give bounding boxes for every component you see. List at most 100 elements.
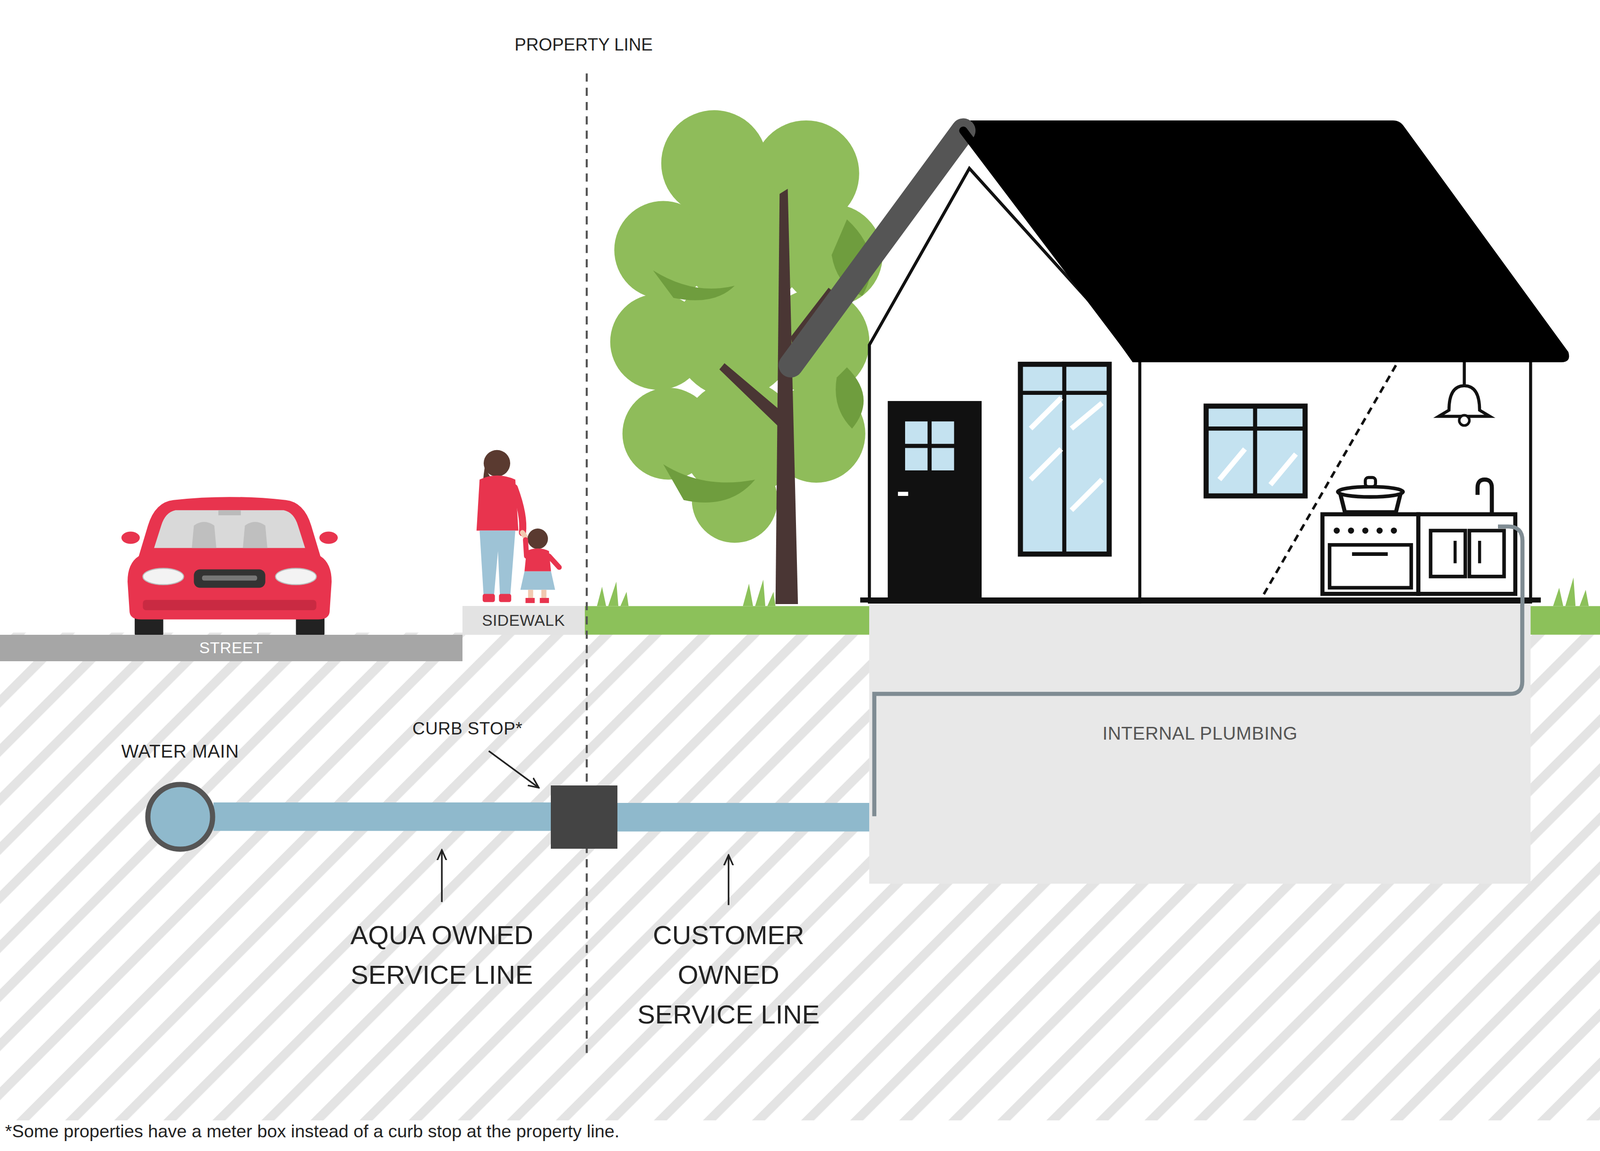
car bbox=[142, 599, 317, 611]
street-band: STREET bbox=[0, 634, 463, 662]
house bbox=[963, 130, 1135, 358]
house bbox=[1253, 406, 1258, 497]
house bbox=[790, 120, 1569, 603]
grass-tufts bbox=[1553, 577, 1590, 607]
car bbox=[275, 568, 317, 585]
car bbox=[218, 510, 241, 516]
house bbox=[1329, 545, 1412, 589]
curb-stop: CURB STOP* bbox=[550, 785, 617, 849]
house bbox=[1030, 398, 1103, 511]
house bbox=[1453, 540, 1457, 564]
pedestrians bbox=[483, 450, 511, 477]
pedestrians bbox=[520, 571, 556, 591]
plumbing-pipe bbox=[874, 604, 1523, 817]
pedestrians bbox=[479, 530, 516, 597]
house bbox=[1337, 487, 1404, 498]
pedestrians bbox=[525, 539, 527, 557]
house bbox=[1219, 449, 1296, 486]
plumbing-pipe bbox=[1497, 526, 1523, 605]
footnote: *Some properties have a meter box instea… bbox=[5, 1119, 620, 1145]
water-main: WATER MAIN bbox=[145, 781, 216, 853]
pedestrians bbox=[476, 450, 560, 604]
property-line-label: PROPERTY LINE bbox=[514, 32, 653, 58]
service-line-pipe bbox=[213, 802, 552, 831]
ownership-label: AQUA OWNED SERVICE LINE bbox=[342, 915, 542, 996]
node-label: STREET bbox=[199, 640, 264, 656]
node-label: CURB STOP* bbox=[412, 718, 523, 740]
pedestrians bbox=[539, 598, 549, 604]
house bbox=[1438, 385, 1490, 417]
tree bbox=[719, 363, 784, 429]
pedestrians bbox=[525, 598, 535, 604]
leader-arrow bbox=[727, 855, 730, 906]
grass-tufts bbox=[743, 579, 776, 607]
house bbox=[1206, 426, 1306, 431]
tree bbox=[663, 464, 755, 503]
pedestrians bbox=[482, 593, 496, 602]
car bbox=[202, 575, 258, 582]
water-main-circle bbox=[147, 784, 213, 850]
car bbox=[191, 521, 217, 548]
grass bbox=[584, 606, 871, 635]
pedestrians bbox=[527, 528, 548, 549]
house bbox=[1351, 552, 1388, 557]
car bbox=[121, 496, 338, 638]
tree bbox=[775, 188, 799, 605]
house bbox=[904, 420, 956, 472]
tree bbox=[652, 270, 735, 301]
node-label: INTERNAL PLUMBING bbox=[869, 723, 1531, 745]
node-label: SIDEWALK bbox=[481, 612, 565, 629]
house bbox=[1365, 477, 1376, 487]
grass bbox=[1530, 606, 1600, 635]
pedestrians bbox=[498, 593, 512, 602]
pedestrians bbox=[514, 487, 523, 533]
car bbox=[142, 568, 184, 585]
house bbox=[1459, 415, 1470, 426]
leader-arrow bbox=[488, 751, 540, 788]
ownership-label: CUSTOMER OWNED SERVICE LINE bbox=[628, 915, 829, 1036]
house bbox=[1322, 514, 1419, 595]
house bbox=[887, 401, 982, 600]
house bbox=[1333, 527, 1340, 534]
house bbox=[1469, 530, 1505, 577]
sidewalk-band: SIDEWALK bbox=[462, 606, 585, 635]
car bbox=[127, 496, 332, 620]
tree bbox=[652, 219, 872, 503]
property-line bbox=[585, 73, 588, 1058]
house bbox=[898, 491, 909, 497]
car bbox=[121, 531, 140, 545]
tree bbox=[835, 367, 864, 429]
car bbox=[193, 569, 266, 589]
internal-plumbing: INTERNAL PLUMBING bbox=[869, 604, 1531, 884]
house bbox=[1430, 530, 1465, 577]
water-main-pipe bbox=[145, 781, 216, 853]
service-line-pipe bbox=[615, 803, 870, 832]
leader-arrow bbox=[441, 850, 443, 903]
house bbox=[1137, 351, 1531, 602]
node-label: WATER MAIN bbox=[121, 740, 240, 763]
house bbox=[1333, 527, 1397, 534]
house bbox=[1020, 390, 1110, 395]
car bbox=[319, 531, 338, 545]
pedestrians bbox=[476, 475, 519, 531]
house bbox=[790, 130, 964, 366]
house bbox=[1477, 479, 1492, 514]
house bbox=[1390, 527, 1397, 534]
plumbing-pipe bbox=[869, 604, 1531, 884]
pedestrians bbox=[548, 556, 560, 568]
house bbox=[1347, 527, 1354, 534]
car bbox=[154, 510, 306, 548]
house bbox=[860, 597, 1541, 603]
house bbox=[1020, 364, 1110, 555]
house bbox=[1206, 406, 1306, 497]
house bbox=[1478, 540, 1481, 564]
car bbox=[242, 521, 268, 548]
tree bbox=[610, 110, 883, 543]
house bbox=[1376, 527, 1383, 534]
house bbox=[904, 444, 956, 449]
house bbox=[1462, 362, 1466, 386]
